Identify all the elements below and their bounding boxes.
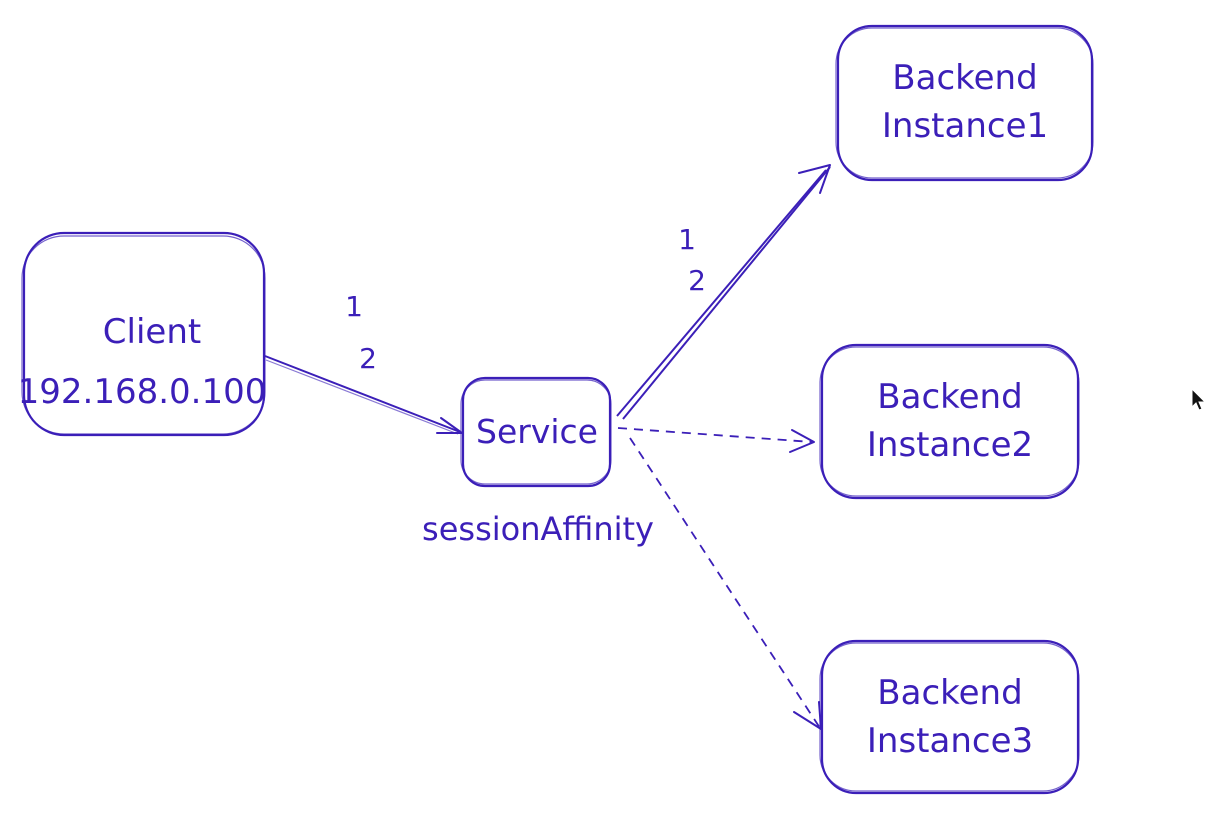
arrowhead-icon — [793, 701, 822, 730]
backend-instance1-node[interactable]: Backend Instance1 — [835, 24, 1094, 182]
backend-instance3-node[interactable]: Backend Instance3 — [819, 639, 1080, 795]
backend-instance2-node[interactable]: Backend Instance2 — [819, 343, 1080, 500]
mouse-pointer-icon — [1191, 387, 1207, 411]
client-edge-label-2: 2 — [359, 342, 377, 375]
client-edge-label-1: 1 — [345, 290, 363, 323]
backend2-title: Backend — [877, 377, 1022, 417]
edge-service-to-backend1: 1 2 — [616, 164, 831, 420]
client-node[interactable]: Client 192.168.0.100 — [18, 231, 267, 437]
backend2-instance: Instance2 — [867, 425, 1033, 465]
arrowhead-icon — [789, 429, 815, 453]
edge-service-to-backend3 — [629, 437, 822, 730]
arrowhead-icon — [436, 417, 463, 434]
arrowhead-icon — [798, 164, 831, 194]
client-ip-label: 192.168.0.100 — [18, 372, 267, 412]
backend1-edge-label-2: 2 — [688, 264, 706, 297]
backend1-title: Backend — [892, 58, 1037, 98]
edge-service-to-backend2 — [617, 427, 815, 453]
service-node[interactable]: Service — [460, 376, 612, 488]
session-affinity-label: sessionAffinity — [422, 510, 654, 548]
backend1-instance: Instance1 — [882, 106, 1048, 146]
backend1-edge-label-1: 1 — [678, 223, 696, 256]
edge-client-to-service: 1 2 — [264, 290, 463, 435]
backend3-instance: Instance3 — [867, 721, 1033, 761]
service-label: Service — [476, 412, 598, 451]
backend3-title: Backend — [877, 673, 1022, 713]
client-label: Client — [103, 312, 201, 352]
